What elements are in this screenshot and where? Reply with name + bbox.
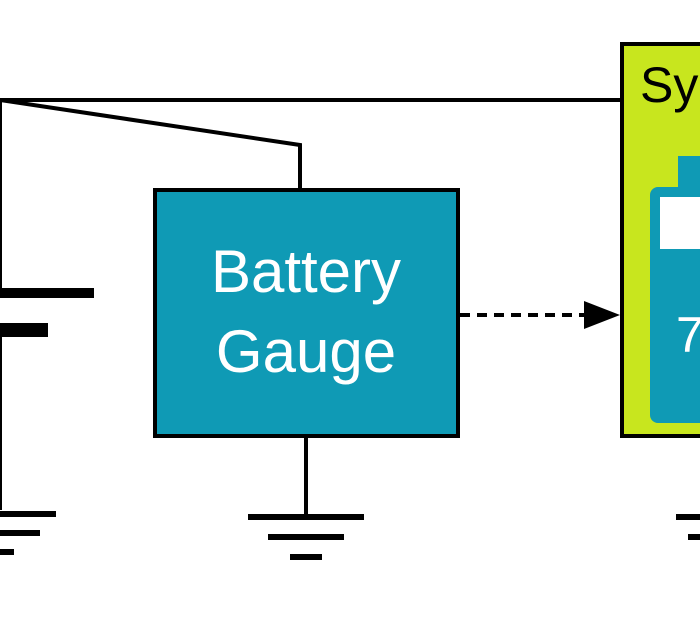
battery-level-icon: 7 (650, 156, 700, 423)
battery-gauge-box (153, 188, 460, 438)
gauge-label-line1: Battery (211, 238, 401, 305)
battery-plate-long (0, 288, 94, 298)
battery-plate-short (0, 323, 48, 337)
system-label: Sy (640, 57, 698, 113)
arrow-head-icon (584, 301, 620, 329)
ground-symbol-left (0, 511, 56, 555)
battery-terminal (678, 156, 700, 190)
ground-symbol-gauge (248, 514, 364, 560)
battery-level-text: 7 (676, 307, 700, 363)
sense-wire (0, 98, 302, 190)
ground-symbol-right (676, 514, 700, 540)
gauge-label-line2: Gauge (216, 318, 396, 385)
battery-charge-bar (660, 197, 700, 249)
